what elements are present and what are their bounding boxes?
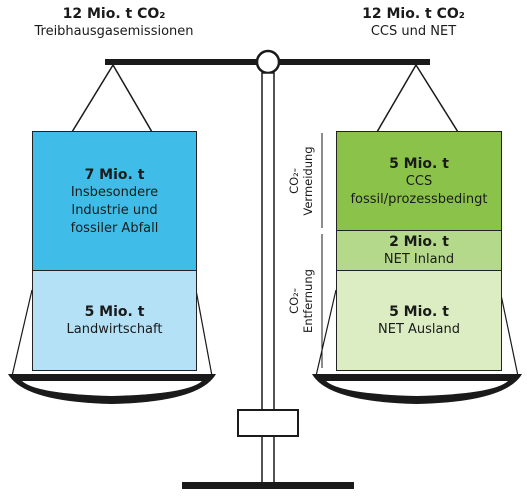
scale-base — [182, 482, 354, 489]
right-block-net-ausland-value: 5 Mio. t — [389, 303, 449, 320]
side-label-vermeidung-line-2: Vermeidung — [301, 146, 315, 216]
right-pan-side-2 — [499, 289, 519, 377]
right-string-2 — [415, 64, 459, 133]
left-block-industrie-label-1: Insbesondere — [70, 184, 159, 200]
left-block-landwirtschaft-label: Landwirtschaft — [66, 321, 163, 337]
right-header: 12 Mio. t CO₂ CCS und NET — [300, 6, 527, 40]
left-pan-side-1 — [11, 289, 33, 377]
left-header-value: 12 Mio. t CO₂ — [62, 6, 166, 22]
right-block-net-ausland: 5 Mio. t NET Ausland — [336, 270, 502, 371]
left-pan-inner — [22, 381, 202, 396]
left-pan-side-2 — [195, 289, 213, 377]
side-label-entfernung-line-1: CO₂- — [287, 288, 301, 314]
right-header-label: CCS und NET — [370, 24, 457, 39]
right-block-ccs: 5 Mio. t CCS fossil/prozessbedingt — [336, 131, 502, 232]
left-header: 12 Mio. t CO₂ Treibhausgasemissionen — [0, 6, 228, 40]
scale-pivot — [255, 49, 281, 75]
right-block-net-inland: 2 Mio. t NET Inland — [336, 230, 502, 272]
right-block-net-inland-value: 2 Mio. t — [389, 234, 449, 250]
right-block-net-ausland-label: NET Ausland — [378, 321, 460, 337]
right-header-value: 12 Mio. t CO₂ — [362, 6, 465, 22]
right-block-ccs-label-2: fossil/prozessbedingt — [350, 191, 488, 207]
left-string-2 — [112, 64, 153, 133]
right-block-ccs-value: 5 Mio. t — [389, 155, 449, 172]
right-block-net-inland-label: NET Inland — [383, 252, 455, 267]
left-block-industrie-value: 7 Mio. t — [84, 166, 145, 183]
right-pan-side-1 — [315, 289, 337, 377]
left-string-1 — [71, 64, 114, 133]
right-string-1 — [376, 64, 417, 133]
side-label-entfernung-line-2: Entfernung — [301, 269, 315, 333]
side-label-entfernung: CO₂- Entfernung — [287, 251, 319, 351]
side-label-vermeidung-line-1: CO₂- — [287, 168, 301, 194]
right-pan-inner — [326, 381, 508, 396]
left-block-landwirtschaft-value: 5 Mio. t — [84, 303, 145, 320]
scale-pole-box — [237, 409, 299, 437]
left-block-industrie: 7 Mio. t Insbesondere Industrie und foss… — [32, 131, 197, 272]
left-block-industrie-label-3: fossiler Abfall — [70, 220, 159, 236]
side-label-vermeidung: CO₂- Vermeidung — [287, 131, 319, 231]
left-block-landwirtschaft: 5 Mio. t Landwirtschaft — [32, 270, 197, 371]
left-header-label: Treibhausgasemissionen — [34, 24, 194, 39]
left-block-industrie-label-2: Industrie und — [71, 202, 158, 218]
right-block-ccs-label-1: CCS — [405, 173, 433, 189]
